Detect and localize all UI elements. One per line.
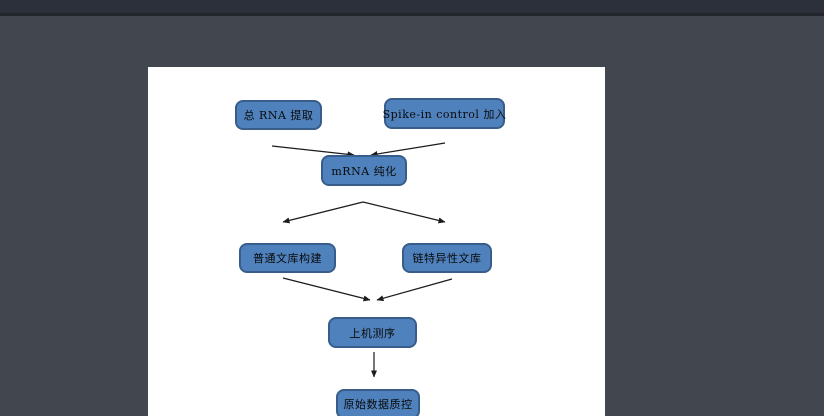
edge-normlib-to-seq bbox=[282, 277, 371, 302]
flow-node-label: 上机测序 bbox=[349, 326, 396, 340]
edge-strandlib-to-seq bbox=[376, 278, 453, 302]
flow-node-label: 普通文库构建 bbox=[253, 252, 322, 265]
flow-node-total-rna-extraction: 总 RNA 提取 bbox=[235, 100, 322, 130]
flow-node-label: 原始数据质控 bbox=[343, 398, 413, 411]
flow-node-sequencing: 上机测序 bbox=[328, 317, 417, 348]
flowchart-arrows bbox=[271, 142, 453, 378]
flow-node-label: mRNA 纯化 bbox=[331, 164, 397, 178]
edge-mrna-to-strandlib bbox=[362, 201, 446, 224]
flow-node-mrna-purification: mRNA 纯化 bbox=[321, 155, 407, 186]
flow-node-label: Spike-in control 加入 bbox=[382, 107, 507, 121]
flow-node-spike-in-control: Spike-in control 加入 bbox=[382, 98, 507, 129]
flow-node-strand-specific-library: 链特异性文库 bbox=[402, 243, 492, 273]
edge-totalrna-to-mrna bbox=[271, 145, 355, 158]
edge-spikein-to-mrna bbox=[370, 142, 446, 157]
flow-node-raw-data-qc: 原始数据质控 bbox=[336, 389, 420, 416]
document-page: 总 RNA 提取 Spike-in control 加入 mRNA 纯化 普通文… bbox=[148, 67, 605, 416]
flow-node-label: 链特异性文库 bbox=[412, 252, 482, 265]
flow-node-standard-library-construction: 普通文库构建 bbox=[239, 243, 336, 273]
window-top-bar bbox=[0, 0, 824, 16]
edge-mrna-to-normlib bbox=[282, 201, 364, 224]
flow-node-label: 总 RNA 提取 bbox=[243, 109, 314, 122]
